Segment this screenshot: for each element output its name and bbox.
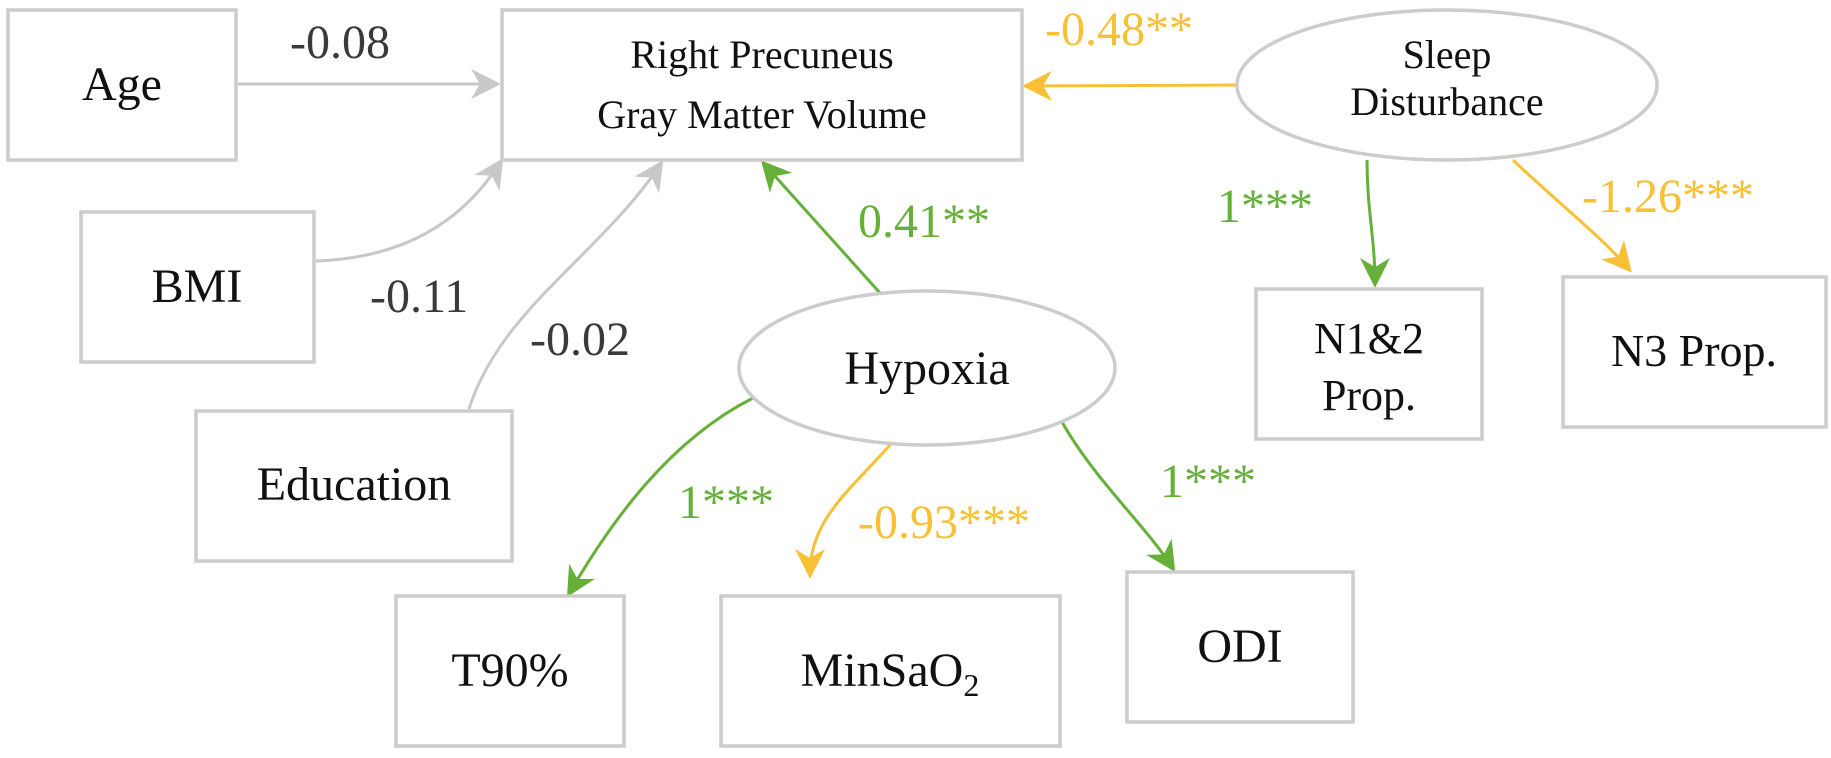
sleep-label-line2: Disturbance xyxy=(1350,79,1543,124)
n12-label-line2: Prop. xyxy=(1322,371,1416,420)
age-label: Age xyxy=(82,58,162,111)
edge-hypoxia-odi xyxy=(1060,421,1176,573)
node-age: Age xyxy=(6,8,238,162)
node-minsao2: MinSaO2 xyxy=(719,594,1062,748)
edge-bmi-outcome xyxy=(315,157,504,263)
sleep-label-line1: Sleep xyxy=(1403,32,1492,77)
edge-education-outcome xyxy=(467,160,664,410)
coef-sleep-n12: 1*** xyxy=(1217,180,1313,233)
n12-label-line1: N1&2 xyxy=(1314,314,1424,363)
node-sleep-disturbance: Sleep Disturbance xyxy=(1235,8,1659,162)
coef-age-outcome: -0.08 xyxy=(290,16,390,69)
minsao2-label: MinSaO2 xyxy=(801,644,980,703)
node-n3: N3 Prop. xyxy=(1561,275,1828,429)
hypoxia-label: Hypoxia xyxy=(844,342,1009,395)
odi-label: ODI xyxy=(1197,620,1282,673)
coef-hypoxia-outcome: 0.41** xyxy=(858,195,990,248)
coef-bmi-outcome: -0.11 xyxy=(370,270,468,323)
edge-hypoxia-t90 xyxy=(566,396,754,598)
edge-sleep-n12 xyxy=(1359,159,1390,288)
coef-hypoxia-minsao2: -0.93*** xyxy=(858,496,1030,549)
outcome-label-line2: Gray Matter Volume xyxy=(597,92,927,137)
coef-education-outcome: -0.02 xyxy=(530,313,630,366)
n3-label: N3 Prop. xyxy=(1611,325,1777,376)
node-bmi: BMI xyxy=(79,210,316,364)
node-t90: T90% xyxy=(394,594,626,748)
node-education: Education xyxy=(194,409,514,563)
coef-sleep-outcome: -0.48** xyxy=(1045,3,1193,56)
education-label: Education xyxy=(257,458,452,511)
edge-sleep-outcome xyxy=(1022,70,1237,101)
node-odi: ODI xyxy=(1125,570,1355,724)
bmi-label: BMI xyxy=(152,260,243,313)
edge-hypoxia-outcome xyxy=(760,160,882,295)
edge-hypoxia-minsao2 xyxy=(795,444,892,579)
coef-sleep-n3: -1.26*** xyxy=(1582,170,1754,223)
coef-hypoxia-t90: 1*** xyxy=(678,476,774,529)
node-n12: N1&2 Prop. xyxy=(1254,287,1484,441)
node-hypoxia: Hypoxia xyxy=(737,289,1117,447)
outcome-label-line1: Right Precuneus xyxy=(630,32,893,77)
node-outcome: Right Precuneus Gray Matter Volume xyxy=(500,8,1024,162)
coef-hypoxia-odi: 1*** xyxy=(1160,455,1256,508)
t90-label: T90% xyxy=(451,644,568,697)
edge-sleep-n3 xyxy=(1511,158,1632,273)
